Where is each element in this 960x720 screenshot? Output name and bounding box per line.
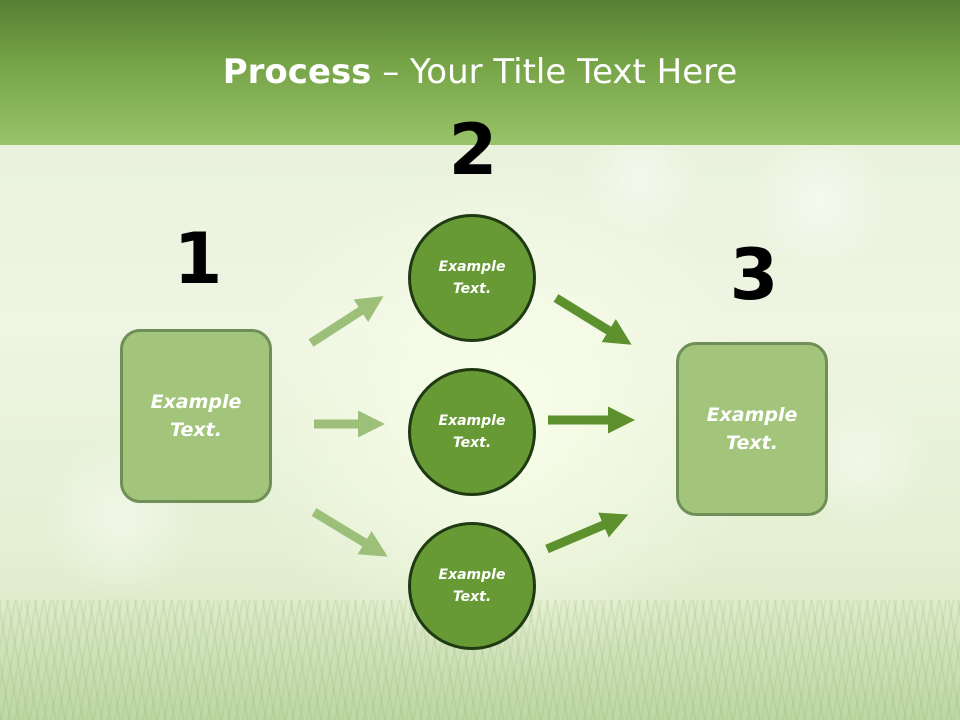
step-number-1: 1	[173, 218, 223, 300]
circle-middle: Example Text.	[408, 368, 536, 496]
arrow-left-to-top	[308, 296, 384, 347]
right-box: Example Text.	[676, 342, 828, 516]
step-number-2: 2	[448, 109, 498, 191]
circle-middle-line1: Example	[438, 412, 506, 429]
title-bold: Process	[222, 52, 372, 92]
title-bar: Process – Your Title Text Here	[0, 0, 960, 145]
right-box-line2: Text.	[726, 432, 778, 454]
left-box-line1: Example	[150, 390, 242, 413]
left-box-line2: Text.	[170, 419, 222, 441]
arrow-left-to-bottom	[311, 508, 388, 557]
page-title: Process – Your Title Text Here	[0, 52, 960, 92]
circle-top: Example Text.	[408, 214, 536, 342]
step-number-3: 3	[729, 234, 779, 316]
left-box: Example Text.	[120, 329, 272, 503]
circle-bottom-line2: Text.	[452, 589, 492, 605]
circle-top-line1: Example	[438, 258, 506, 275]
circle-top-line2: Text.	[452, 281, 492, 297]
right-box-line1: Example	[706, 403, 798, 426]
arrow-bottom-to-right	[545, 512, 629, 554]
title-rest: – Your Title Text Here	[371, 52, 738, 92]
circle-bottom: Example Text.	[408, 522, 536, 650]
arrow-top-to-right	[553, 294, 632, 345]
circle-middle-line2: Text.	[452, 435, 492, 451]
circle-bottom-line1: Example	[438, 566, 506, 583]
